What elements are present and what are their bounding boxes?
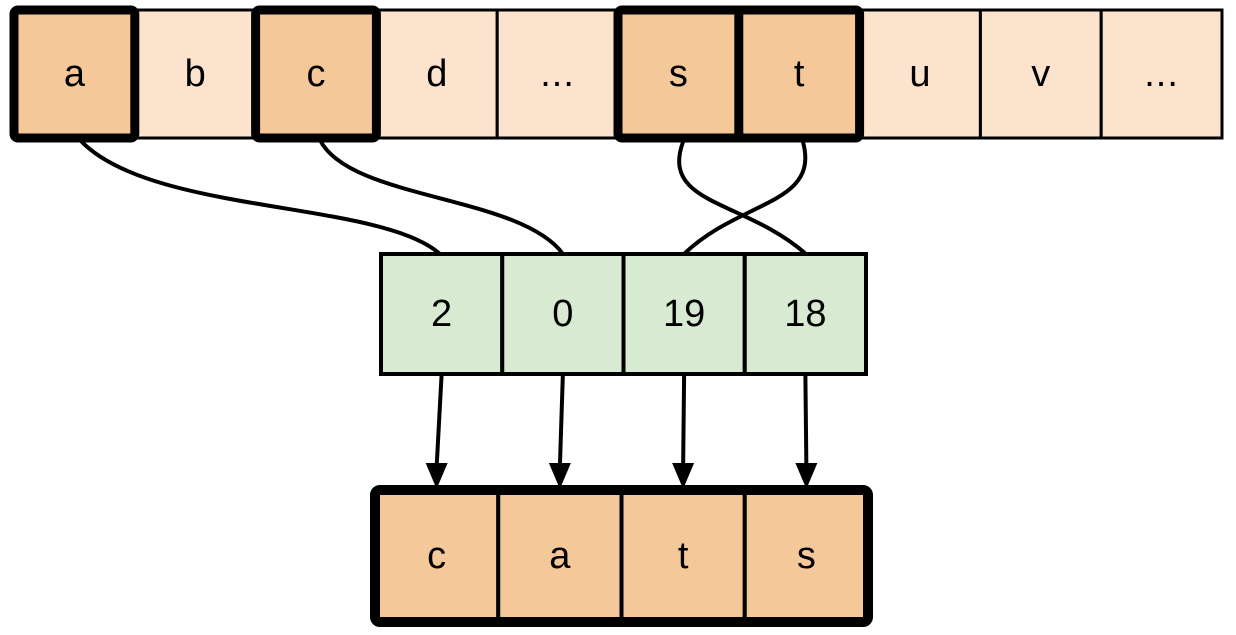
arrow-line-18-to-s [803,373,809,468]
arrow-line-2-to-c [434,373,444,468]
alphabet-label-ellipsis-9: ... [1144,53,1179,95]
alphabet-label-ellipsis-4: ... [540,53,575,95]
output-label-s-3: s [797,535,816,577]
index-cell-0[interactable] [500,252,626,376]
curve-c-to-index-2 [318,138,565,256]
alphabet-label-b: b [185,53,206,95]
alphabet-cell-v[interactable] [978,8,1103,140]
alphabet-label-u: u [909,53,930,95]
curve-t-to-index-19 [682,140,808,256]
alphabet-selection-outline-c[interactable] [251,5,381,143]
alphabet-cell-b[interactable] [133,8,258,140]
index-label-18: 18 [784,293,826,335]
index-cell-18[interactable] [742,252,868,376]
alphabet-label-c: c [307,53,326,95]
letter-to-index-curves [78,138,808,256]
index-label-2: 2 [431,293,452,335]
alphabet-label-d: d [426,53,447,95]
curve-a-to-index-0 [78,138,442,256]
arrow-line-19-to-t [681,373,687,468]
arrow-head-2-to-c [425,463,448,489]
output-label-c-0: c [427,535,446,577]
arrow-head-19-to-t [672,463,695,489]
alphabet-label-a: a [64,53,86,95]
alphabet-selection-outline-st[interactable] [613,5,865,143]
arrow-head-0-to-a [548,463,571,489]
index-to-output-arrows [425,373,818,489]
index-cell-19[interactable] [621,252,747,376]
arrow-line-0-to-a [557,373,565,468]
arrow-head-18-to-s [795,463,818,489]
index-label-19: 19 [663,293,705,335]
output-label-a-1: a [549,535,571,577]
output-strip-outline[interactable] [370,485,873,627]
alphabet-label-t: t [794,53,805,95]
alphabet-label-s: s [669,53,688,95]
alphabet-strip: a b c d... s t u v... [9,5,1224,143]
output-label-t-2: t [678,535,689,577]
alphabet-cell-ellipsis-4[interactable] [495,8,620,140]
alphabet-selection-outline-a[interactable] [9,5,140,143]
index-label-0: 0 [552,293,573,335]
alphabet-label-v: v [1031,53,1050,95]
alphabet-cell-ellipsis-9[interactable] [1099,8,1224,140]
curve-s-to-index-18 [677,140,808,256]
